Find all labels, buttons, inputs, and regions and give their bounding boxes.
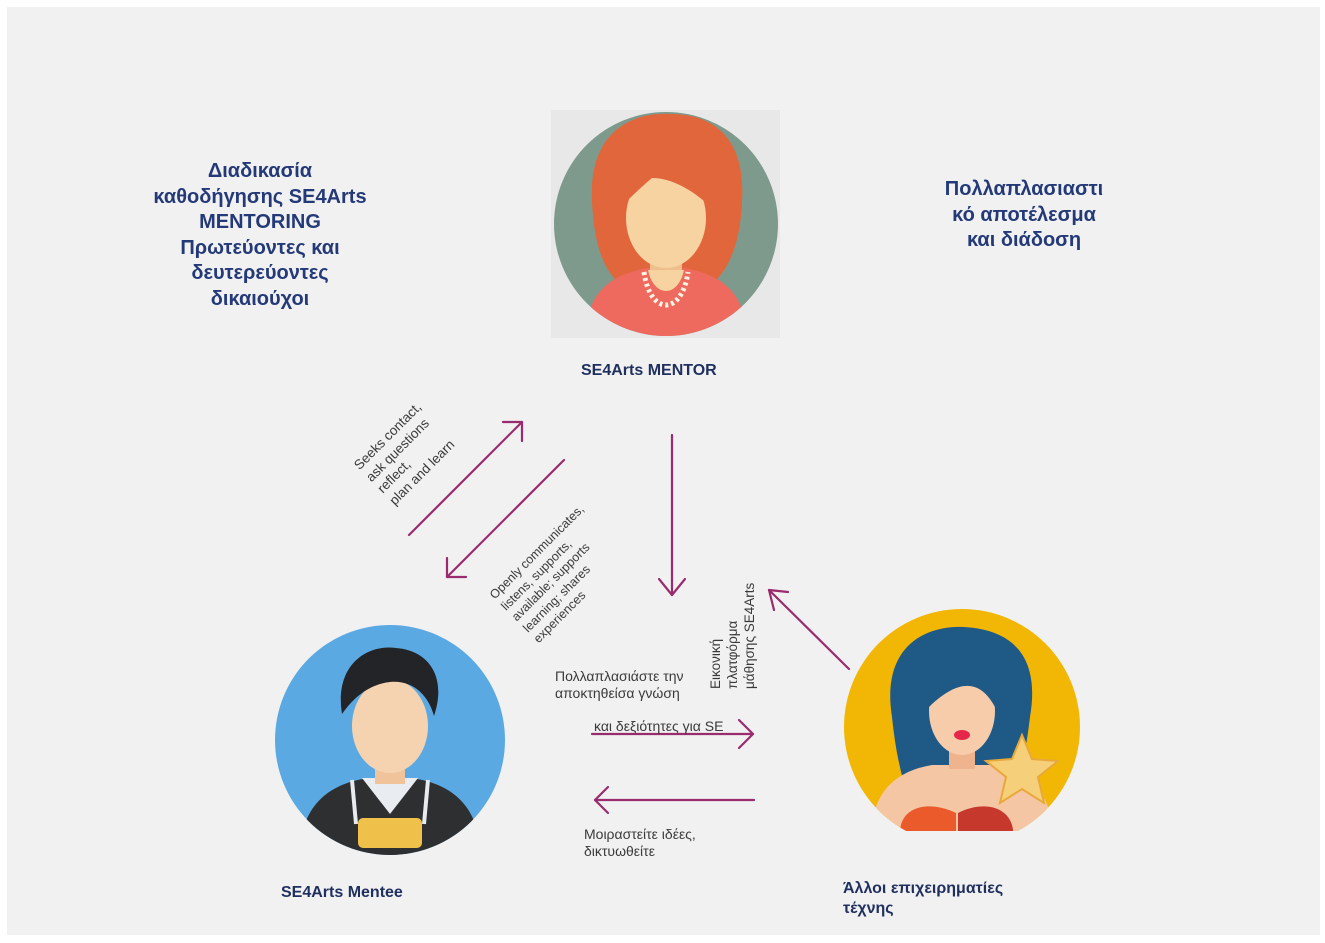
arrow-other-to-platform xyxy=(767,588,851,671)
arrow-multiply-right xyxy=(590,718,755,750)
diagram-graphics xyxy=(275,110,1082,855)
arrow-mentor-down xyxy=(657,433,687,597)
mentee-avatar-icon xyxy=(275,625,505,855)
arrow-mentee-to-mentor xyxy=(407,420,524,537)
left-title: Διαδικασία καθοδήγησης SE4Arts MENTORING… xyxy=(153,160,367,310)
other-entrepreneurs-avatar-icon xyxy=(842,609,1082,851)
arrow-mentor-to-mentee xyxy=(445,458,566,579)
multiply-skills-note: και δεξιότητες για SE xyxy=(594,718,724,734)
mentee-label: SE4Arts Mentee xyxy=(281,884,403,901)
multiply-knowledge-note: Πολλαπλασιάστε την αποκτηθείσα γνώση xyxy=(555,668,684,701)
share-ideas-note: Μοιραστείτε ιδέες, δικτυωθείτε xyxy=(584,826,696,859)
mentor-label: SE4Arts MENTOR xyxy=(581,362,717,379)
other-entrepreneurs-label: Άλλοι επιχειρηματίες τέχνης xyxy=(843,880,1004,917)
mentor-avatar-icon xyxy=(551,110,780,338)
diagram-canvas: Διαδικασία καθοδήγησης SE4Arts MENTORING… xyxy=(7,7,1320,935)
right-title: Πολλαπλασιαστι κό αποτέλεσμα και διάδοση xyxy=(944,178,1104,251)
arrow-share-left xyxy=(593,785,756,815)
platform-note: Εικονική πλατφόρμα μάθησης SE4Arts xyxy=(708,582,757,689)
